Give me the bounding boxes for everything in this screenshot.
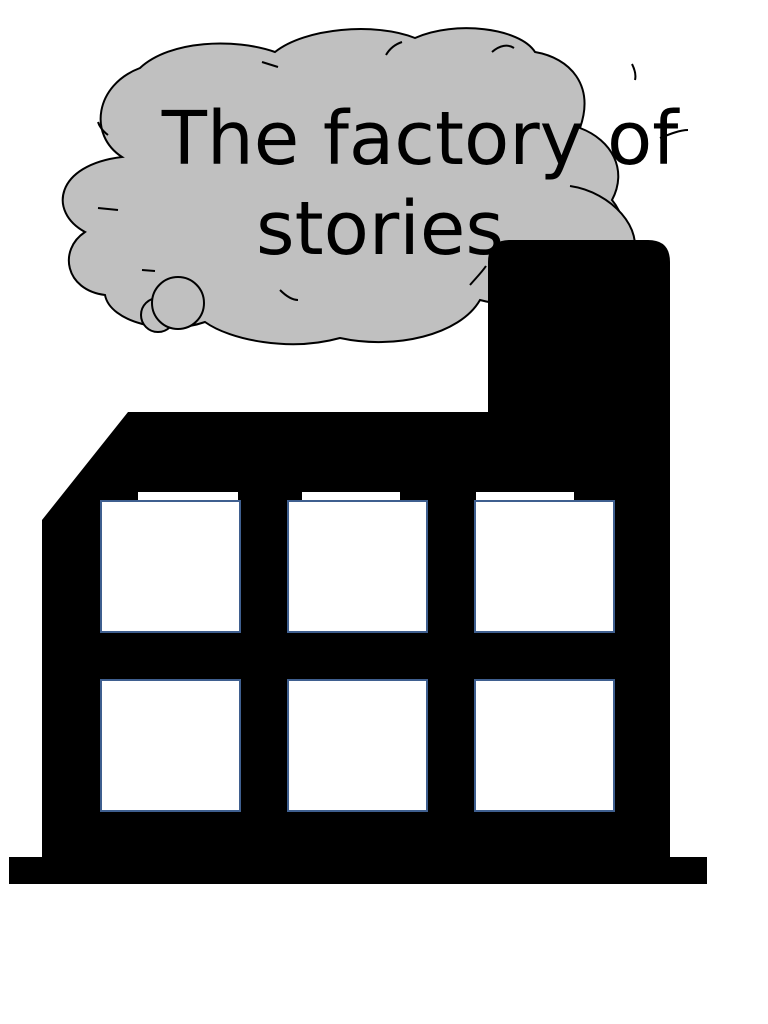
- window-ledge-2: [302, 492, 400, 502]
- thought-bubble-large: [151, 276, 205, 330]
- window-bottom-right: [474, 679, 615, 812]
- window-top-left: [100, 500, 241, 633]
- building-base: [9, 857, 707, 884]
- window-bottom-center: [287, 679, 428, 812]
- window-top-center: [287, 500, 428, 633]
- window-top-right: [474, 500, 615, 633]
- page-title: The factory of stories: [161, 96, 681, 272]
- window-bottom-left: [100, 679, 241, 812]
- window-ledge-3: [476, 492, 574, 502]
- title-line-1: The factory of: [161, 96, 681, 182]
- title-line-2: stories: [256, 186, 504, 272]
- factory-windows: [100, 500, 615, 812]
- window-ledge-1: [138, 492, 238, 502]
